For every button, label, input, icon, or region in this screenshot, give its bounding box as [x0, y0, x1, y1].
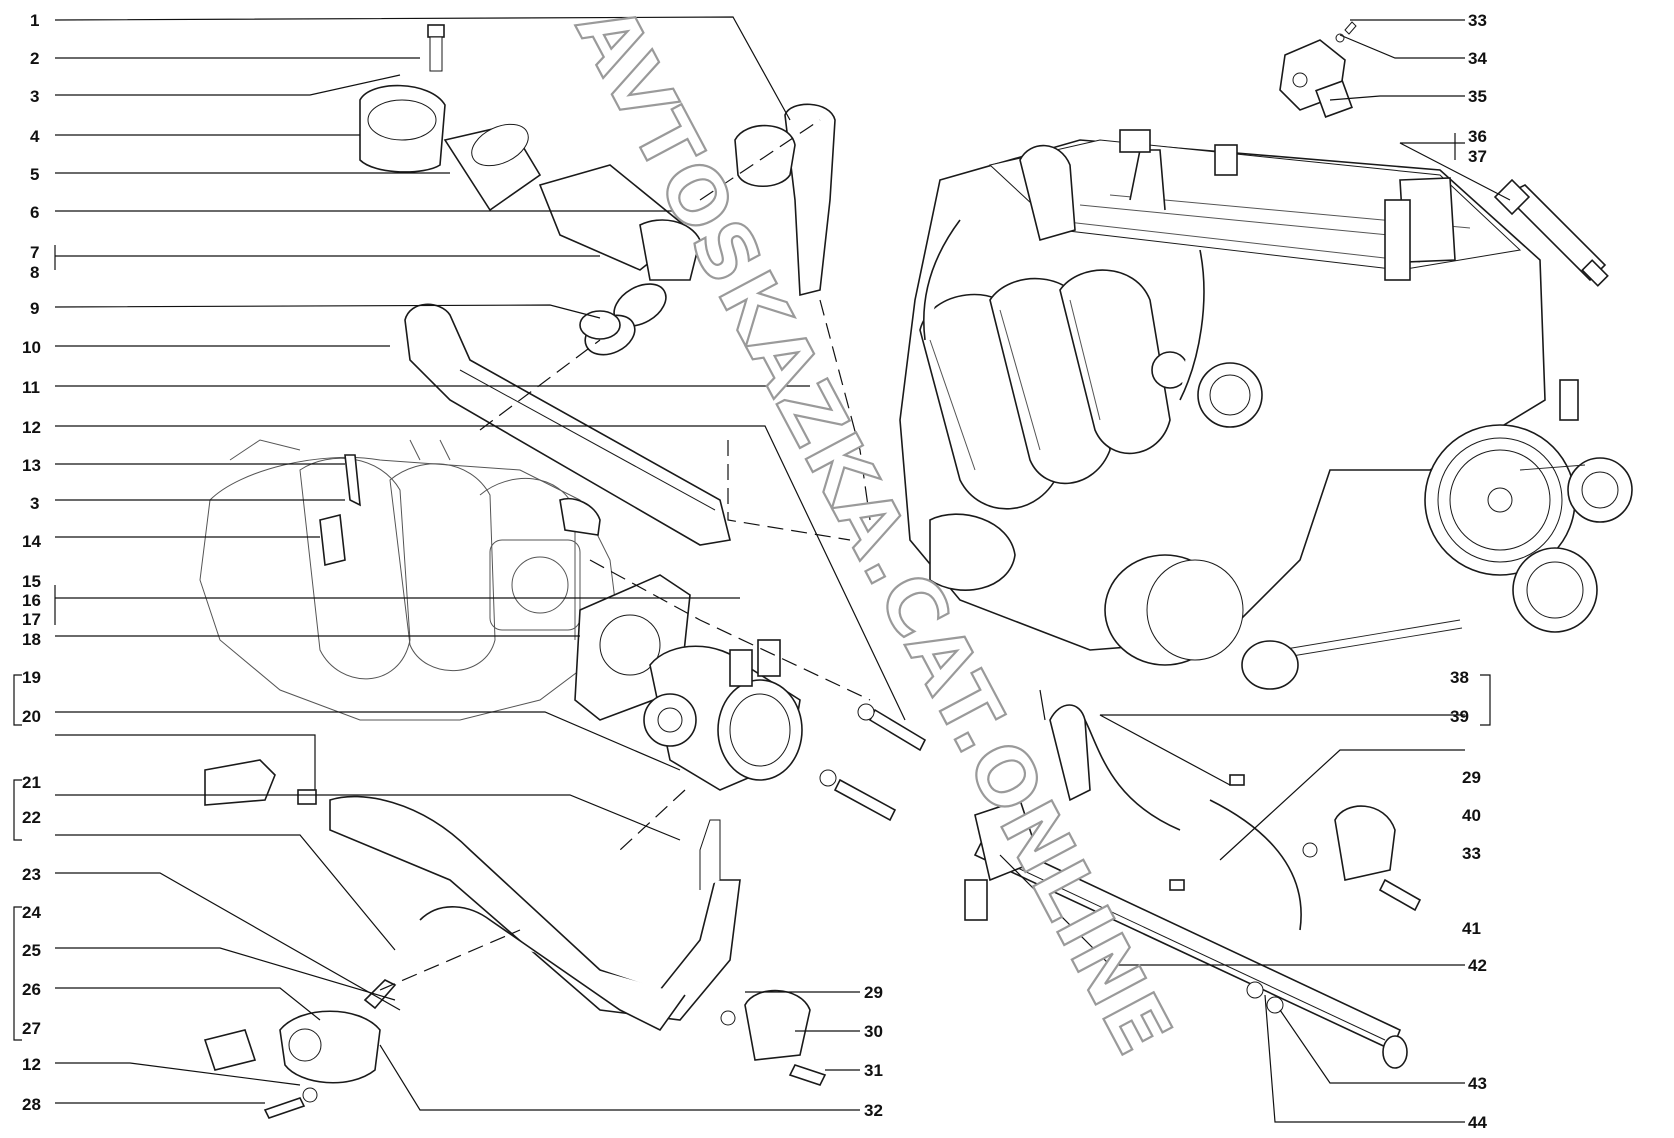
callout-15: 15 [22, 572, 41, 591]
intake-manifold [199, 439, 621, 721]
throttle-body-assembly [574, 574, 927, 822]
callout-2: 2 [30, 49, 39, 68]
callout-10: 10 [22, 338, 41, 357]
callout-40: 40 [1462, 806, 1481, 825]
callout-11: 11 [22, 378, 40, 397]
callout-43: 43 [1468, 1074, 1487, 1093]
callout-14: 14 [22, 532, 41, 551]
callout-8: 8 [30, 263, 39, 282]
callout-labels-right: 33 34 35 36 37 38 39 29 40 33 41 42 43 4… [1450, 11, 1487, 1132]
callout-17: 17 [22, 610, 41, 629]
callout-38: 38 [1450, 668, 1469, 687]
lower-coolant-hoses [203, 759, 741, 1119]
callout-34: 34 [1468, 49, 1487, 68]
callout-7: 7 [30, 243, 39, 262]
callout-30: 30 [864, 1022, 883, 1041]
callout-labels-bottom: 29 30 31 32 [864, 983, 883, 1120]
callout-36: 36 [1468, 127, 1487, 146]
callout-3b: 3 [30, 494, 39, 513]
callout-25: 25 [22, 941, 41, 960]
fuel-injector [1493, 178, 1609, 287]
callout-29-bottom: 29 [864, 983, 883, 1002]
clamp-assembly-bottom [720, 989, 827, 1086]
callout-16: 16 [22, 591, 41, 610]
callout-20: 20 [22, 707, 41, 726]
callout-3: 3 [30, 87, 39, 106]
hose-and-clamp-parts [359, 24, 836, 546]
assembly-lines [379, 119, 871, 991]
callout-41: 41 [1462, 919, 1481, 938]
callout-19: 19 [22, 668, 41, 687]
throttle-position-sensor [1279, 21, 1357, 118]
callout-9: 9 [30, 299, 39, 318]
callout-12: 12 [22, 418, 41, 437]
engine-assembly [899, 129, 1633, 690]
callout-39: 39 [1450, 707, 1469, 726]
group-brackets [13, 133, 1491, 1041]
fuel-rail-assembly [964, 704, 1408, 1069]
leader-lines [54, 16, 1511, 1123]
callout-32: 32 [864, 1101, 883, 1120]
callout-13: 13 [22, 456, 41, 475]
callout-29-right: 29 [1462, 768, 1481, 787]
callout-44: 44 [1468, 1113, 1487, 1132]
callout-33b: 33 [1462, 844, 1481, 863]
callout-6: 6 [30, 203, 39, 222]
callout-23: 23 [22, 865, 41, 884]
callout-42: 42 [1468, 956, 1487, 975]
callout-labels-left: 1 2 3 4 5 6 7 8 9 10 11 12 13 3 14 15 16… [22, 11, 41, 1114]
callout-5: 5 [30, 165, 39, 184]
callout-28: 28 [22, 1095, 41, 1114]
callout-22: 22 [22, 808, 41, 827]
callout-18: 18 [22, 630, 41, 649]
callout-21: 21 [22, 773, 41, 792]
callout-12b: 12 [22, 1055, 41, 1074]
callout-37: 37 [1468, 147, 1487, 166]
callout-26: 26 [22, 980, 41, 999]
callout-24: 24 [22, 903, 41, 922]
clamp-assembly-right [1302, 805, 1422, 912]
callout-1: 1 [30, 11, 39, 30]
callout-35: 35 [1468, 87, 1487, 106]
callout-4: 4 [30, 127, 40, 146]
callout-27: 27 [22, 1019, 41, 1038]
callout-33: 33 [1468, 11, 1487, 30]
callout-31: 31 [864, 1061, 883, 1080]
